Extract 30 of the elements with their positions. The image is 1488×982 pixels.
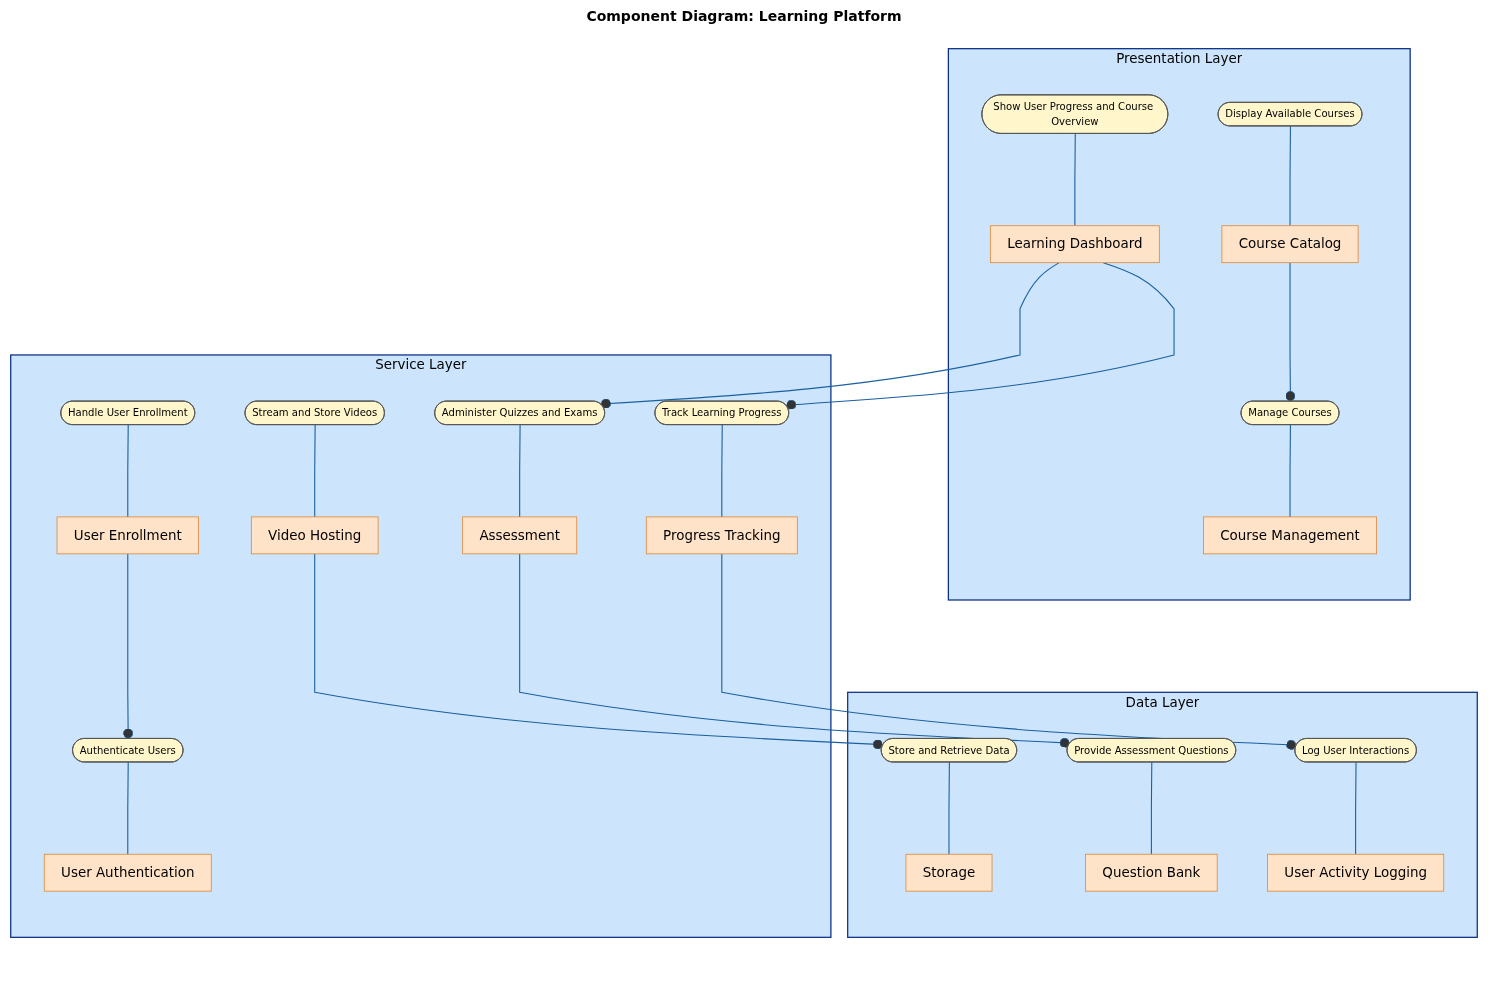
node-box: Question Bank: [1085, 853, 1218, 892]
connector: [721, 553, 1298, 750]
node-box: Storage: [905, 853, 993, 892]
node-box: User Authentication: [43, 853, 212, 892]
node-box: Assessment: [462, 516, 578, 555]
connector: [1289, 424, 1291, 518]
connector: [127, 424, 129, 518]
connector: [1150, 761, 1153, 855]
connector: [1285, 262, 1296, 403]
connector: [1289, 125, 1291, 227]
connector: [599, 262, 1060, 409]
diagram-title: Component Diagram: Learning Platform: [585, 8, 903, 24]
node-box: Video Hosting: [250, 516, 379, 555]
connector: [314, 553, 884, 750]
node-box: Course Catalog: [1221, 225, 1359, 264]
connector: [127, 761, 129, 855]
connector: [948, 761, 950, 855]
connector: [314, 424, 316, 518]
connector: [519, 424, 521, 518]
node-box: Course Management: [1203, 516, 1377, 555]
node-box: Progress Tracking: [645, 516, 798, 555]
connector: [1355, 761, 1357, 855]
connector: [519, 553, 1071, 748]
connector: [123, 553, 134, 740]
connector: [1074, 133, 1076, 227]
node-box: Learning Dashboard: [989, 225, 1160, 264]
connector: [785, 262, 1175, 410]
node-box: User Activity Logging: [1267, 853, 1445, 892]
node-box: User Enrollment: [56, 516, 199, 555]
connector: [721, 424, 723, 518]
